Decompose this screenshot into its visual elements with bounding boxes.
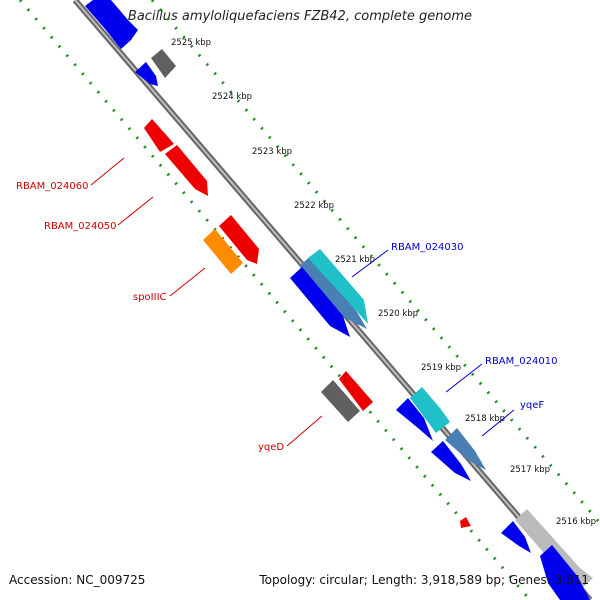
map-title: Bacillus amyloliquefaciens FZB42, comple… <box>127 9 473 24</box>
label-spoiiic[interactable]: spoIIIC <box>133 292 167 303</box>
gene-steel-2521 <box>299 256 367 329</box>
tick-label-2517: 2517 kbp <box>510 465 550 475</box>
tick-label-2525: 2525 kbp <box>171 38 211 48</box>
leader-rbam-024060 <box>90 157 125 186</box>
tick-label-2524: 2524 kbp <box>212 92 252 102</box>
label-rbam-024030[interactable]: RBAM_024030 <box>391 242 463 253</box>
gene-blue-2517 <box>431 441 471 481</box>
label-yqef[interactable]: yqeF <box>520 400 544 411</box>
gene-red-rbam-024050 <box>165 145 208 196</box>
genome-summary-text: Topology: circular; Length: 3,918,589 bp… <box>259 573 589 587</box>
label-rbam-024050[interactable]: RBAM_024050 <box>44 221 116 232</box>
tick-label-2520: 2520 kbp <box>378 309 418 319</box>
gene-steel-yqef <box>445 428 486 470</box>
leader-rbam-024050 <box>117 196 154 226</box>
tick-label-2519: 2519 kbp <box>421 363 461 373</box>
gene-cyan-rbam-024030 <box>308 249 368 324</box>
tick-label-2521: 2521 kbp <box>335 255 375 265</box>
gene-orange-spoiiic <box>203 229 243 274</box>
gene-blue-bottom <box>540 545 590 600</box>
gene-blue-2518 <box>396 398 433 441</box>
label-rbam-024060[interactable]: RBAM_024060 <box>16 181 88 192</box>
gene-red-small-bottom <box>460 517 471 528</box>
leader-rbam-024030 <box>351 249 389 278</box>
label-yqed[interactable]: yqeD <box>258 442 284 453</box>
tick-label-2523: 2523 kbp <box>252 147 292 157</box>
outer-tick-ring <box>150 0 600 524</box>
label-rbam-024010[interactable]: RBAM_024010 <box>485 356 557 367</box>
accession-text: Accession: NC_009725 <box>9 573 146 587</box>
leader-yqef <box>481 409 515 437</box>
leader-yqed <box>286 415 323 447</box>
inner-tick-ring <box>18 0 532 600</box>
gene-grey-top <box>151 49 176 78</box>
leader-spoiiic <box>169 267 206 297</box>
gene-blue-2520 <box>290 267 350 337</box>
tick-label-2522: 2522 kbp <box>294 201 334 211</box>
gene-red-spoiiic-pair <box>219 215 259 264</box>
gene-grey-yqed <box>321 380 360 422</box>
gene-blue-2516 <box>501 521 531 553</box>
gene-cyan-rbam-024010 <box>410 387 450 433</box>
tick-label-2518: 2518 kbp <box>465 414 505 424</box>
gene-blue-top <box>85 0 138 49</box>
gene-red-yqed <box>339 371 373 411</box>
gene-red-rbam-024060 <box>144 119 174 152</box>
gene-blue-small-top <box>135 62 158 86</box>
tick-label-2516: 2516 kbp <box>556 517 596 527</box>
leader-rbam-024010 <box>445 363 483 393</box>
